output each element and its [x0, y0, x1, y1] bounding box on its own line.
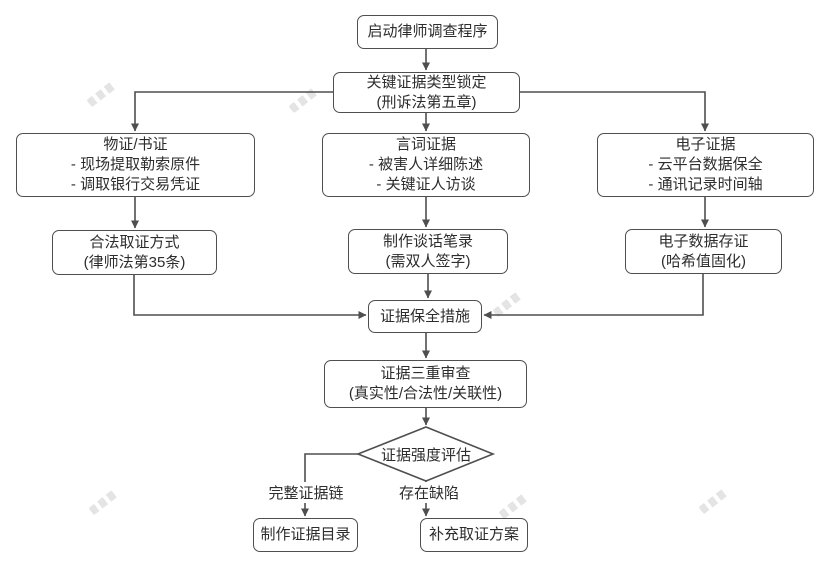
node-triple-review: 证据三重审查 (真实性/合法性/关联性): [324, 360, 527, 408]
node-sublabel: (哈希值固化): [661, 252, 746, 270]
node-sublabel: (需双人签字): [385, 252, 471, 270]
node-label: 启动律师调查程序: [367, 23, 488, 40]
node-label: 电子数据存证: [658, 232, 749, 250]
node-sublabel: (律师法第35条): [83, 253, 186, 271]
node-label: 制作谈话笔录: [382, 232, 473, 250]
node-start-procedure: 启动律师调查程序: [357, 15, 498, 49]
edge-label-complete-chain: 完整证据链: [264, 482, 348, 503]
node-supplement-plan: 补充取证方案: [420, 518, 528, 552]
node-label: 物证/书证: [103, 136, 168, 153]
node-bullet: - 调取银行交易凭证: [70, 176, 201, 193]
node-label: 合法取证方式: [89, 233, 180, 251]
node-edata-deposit: 电子数据存证 (哈希值固化): [625, 229, 782, 274]
node-electronic-evidence: 电子证据 - 云平台数据保全 - 通讯记录时间轴: [597, 133, 814, 197]
node-legal-method: 合法取证方式 (律师法第35条): [52, 230, 217, 275]
edge-label-has-defect: 存在缺陷: [396, 482, 462, 503]
node-verbal-evidence: 言词证据 - 被害人详细陈述 - 关键证人访谈: [322, 133, 530, 197]
node-label: 证据保全措施: [379, 307, 470, 325]
node-transcript: 制作谈话笔录 (需双人签字): [348, 229, 508, 274]
node-bullet: - 通讯记录时间轴: [648, 176, 763, 193]
node-label: 证据三重审查: [380, 365, 471, 382]
node-sublabel: (刑诉法第五章): [376, 93, 477, 111]
node-strength-evaluation: 证据强度评估: [380, 446, 471, 464]
decision-diamond: [355, 426, 496, 482]
node-bullet: - 云平台数据保全: [648, 156, 763, 173]
node-evidence-preservation: 证据保全措施: [368, 300, 482, 333]
node-sublabel: (真实性/合法性/关联性): [348, 385, 503, 402]
node-physical-evidence: 物证/书证 - 现场提取勒索原件 - 调取银行交易凭证: [16, 133, 255, 197]
node-bullet: - 现场提取勒索原件: [70, 156, 201, 173]
node-bullet: - 关键证人访谈: [376, 176, 476, 193]
node-label: 电子证据: [675, 136, 736, 153]
node-label: 制作证据目录: [260, 526, 351, 543]
node-bullet: - 被害人详细陈述: [368, 156, 484, 173]
node-label: 言词证据: [395, 136, 456, 153]
node-key-evidence-lock: 关键证据类型锁定 (刑诉法第五章): [333, 72, 520, 113]
node-evidence-catalog: 制作证据目录: [253, 518, 358, 552]
node-label: 补充取证方案: [428, 526, 519, 543]
node-label: 关键证据类型锁定: [366, 73, 487, 91]
